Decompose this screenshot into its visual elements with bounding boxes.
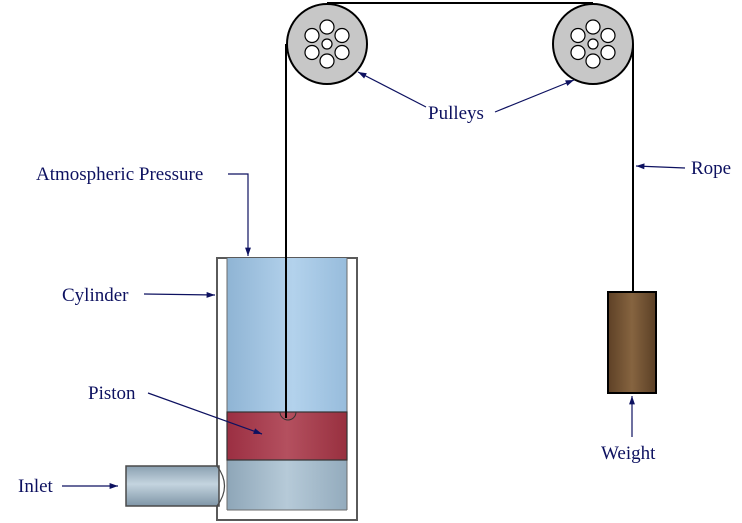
rope bbox=[285, 2, 634, 418]
piston bbox=[226, 411, 348, 461]
rope-arrow bbox=[635, 163, 686, 170]
weight-block bbox=[607, 291, 657, 394]
piston-arrow bbox=[147, 392, 263, 435]
atmospheric-pressure-arrow bbox=[228, 173, 251, 256]
inlet-label: Inlet bbox=[18, 476, 54, 497]
cylinder-lower-chamber bbox=[227, 460, 347, 510]
piston-label: Piston bbox=[88, 383, 136, 404]
cylinder-arrow bbox=[143, 291, 216, 298]
pulley-left bbox=[286, 3, 368, 85]
cylinder-label: Cylinder bbox=[62, 285, 129, 306]
atmospheric-pressure-label: Atmospheric Pressure bbox=[36, 164, 203, 185]
pulleys-arrow-right bbox=[494, 79, 575, 113]
weight-label: Weight bbox=[601, 443, 656, 464]
pulleys-label: Pulleys bbox=[428, 103, 484, 124]
pulley-right bbox=[552, 3, 634, 85]
rope-label: Rope bbox=[691, 158, 731, 179]
inlet-pipe bbox=[125, 465, 226, 507]
pulleys-arrow-left bbox=[357, 71, 427, 108]
